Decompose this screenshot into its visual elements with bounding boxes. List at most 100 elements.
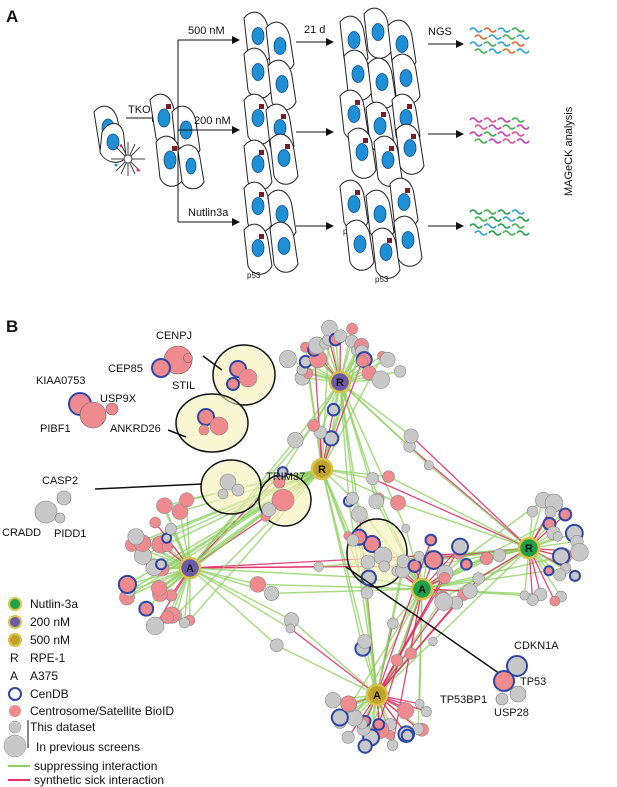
label-usp9x: USP9X xyxy=(100,393,137,405)
gene-node xyxy=(378,560,391,573)
gene-node xyxy=(549,595,561,607)
branch-nutlin-label: Nutlin3a xyxy=(188,207,229,219)
gene-node xyxy=(423,550,444,570)
zoom-cluster-tp53: CDKN1A TP53 TP53BP1 USP28 xyxy=(440,640,559,719)
legend-swatch-nutlin xyxy=(8,597,22,611)
read xyxy=(516,124,530,130)
legend-a-key: A xyxy=(10,669,18,683)
gene-node xyxy=(264,585,280,601)
suppressing-edge xyxy=(271,588,423,595)
gene-node xyxy=(273,476,286,489)
cell xyxy=(345,219,375,271)
gene-node xyxy=(379,351,396,368)
read xyxy=(502,124,516,130)
label-ankrd26: ANKRD26 xyxy=(110,423,161,435)
cell xyxy=(391,53,421,105)
read xyxy=(483,41,497,47)
hub-a-green: A xyxy=(410,577,434,601)
gene-node xyxy=(330,708,349,727)
gene-node xyxy=(407,558,422,574)
legend-swatch-200 xyxy=(8,615,22,629)
legend: Nutlin-3a 200 nM 500 nM R RPE-1 A A375 C… xyxy=(3,597,174,787)
legend-500: 500 nM xyxy=(30,633,70,647)
read xyxy=(488,48,502,54)
hub-r-olive: R xyxy=(310,457,334,481)
suppressing-edge xyxy=(432,547,530,642)
gene-node xyxy=(570,543,589,562)
suppressing-edge xyxy=(397,502,530,549)
legend-200: 200 nM xyxy=(30,615,70,629)
legend-this-dataset: This dataset xyxy=(30,720,96,734)
read xyxy=(502,216,516,222)
read xyxy=(502,48,516,54)
read xyxy=(502,34,516,40)
transduced-cells xyxy=(149,93,205,190)
gene-node xyxy=(424,533,438,547)
suppressing-edge xyxy=(321,328,331,470)
sgrna-library-icon xyxy=(111,142,145,176)
label-cep85: CEP85 xyxy=(108,363,143,375)
gene-node xyxy=(238,368,258,388)
gene-node xyxy=(360,554,376,570)
read xyxy=(511,117,525,123)
legend-swatch-previous xyxy=(3,734,27,758)
legend-a-desc: A375 xyxy=(30,669,58,683)
read xyxy=(511,131,525,137)
read xyxy=(497,131,511,137)
cell xyxy=(269,221,299,273)
read xyxy=(488,138,502,144)
arrow-head-mid-1 xyxy=(326,38,334,46)
arrow-head-200 xyxy=(232,126,240,134)
gene-node xyxy=(366,472,380,486)
cell xyxy=(267,59,297,111)
suppressing-edge xyxy=(290,619,378,696)
read xyxy=(488,216,502,222)
gene-node xyxy=(351,505,368,523)
gene-node xyxy=(386,739,399,751)
legend-swatch-this xyxy=(8,720,22,734)
suppressing-edge xyxy=(388,475,530,549)
gene-node xyxy=(360,586,374,600)
suppressing-edge xyxy=(321,345,363,470)
ngs-label: NGS xyxy=(428,26,452,38)
label-stil: STIL xyxy=(172,380,195,392)
suppressing-edge xyxy=(339,381,430,466)
legend-swatch-centrosome xyxy=(9,705,21,717)
gene-node xyxy=(553,568,567,581)
gene-node xyxy=(519,590,530,601)
gene-node xyxy=(231,483,245,497)
zoom-cluster-ankrd26: KIAA0753 USP9X PIBF1 ANKRD26 xyxy=(36,375,161,435)
gene-node xyxy=(138,600,155,617)
cell xyxy=(339,89,369,141)
gene-node xyxy=(413,550,425,562)
synthetic-edge xyxy=(376,602,457,696)
read xyxy=(469,27,483,33)
synthetic-edge xyxy=(313,349,323,470)
mid-arrows xyxy=(296,41,326,227)
gene-node xyxy=(261,502,276,517)
gene-node xyxy=(382,470,395,483)
read xyxy=(497,223,511,229)
read xyxy=(488,34,502,40)
gene-node xyxy=(198,424,210,436)
read xyxy=(474,230,488,236)
gene-node xyxy=(287,432,304,449)
label-casp2: CASP2 xyxy=(42,475,78,487)
gene-node xyxy=(209,416,229,436)
read xyxy=(488,124,502,130)
read xyxy=(474,138,488,144)
legend-swatch-cendb xyxy=(8,687,22,701)
gene-node xyxy=(160,610,175,624)
label-kiaa0753: KIAA0753 xyxy=(36,375,86,387)
gene-node xyxy=(321,319,338,337)
gene-node xyxy=(390,654,404,667)
hub-label: A xyxy=(418,584,426,596)
zoom-cluster-cenpj: CENPJ CEP85 STIL xyxy=(108,330,195,392)
gene-node xyxy=(127,528,145,546)
legend-cendb: CenDB xyxy=(30,687,69,701)
suppressing-edge xyxy=(276,644,378,696)
legend-r-key: R xyxy=(10,651,19,665)
arrow-head-ngs-2 xyxy=(456,130,464,138)
cell xyxy=(395,123,425,175)
